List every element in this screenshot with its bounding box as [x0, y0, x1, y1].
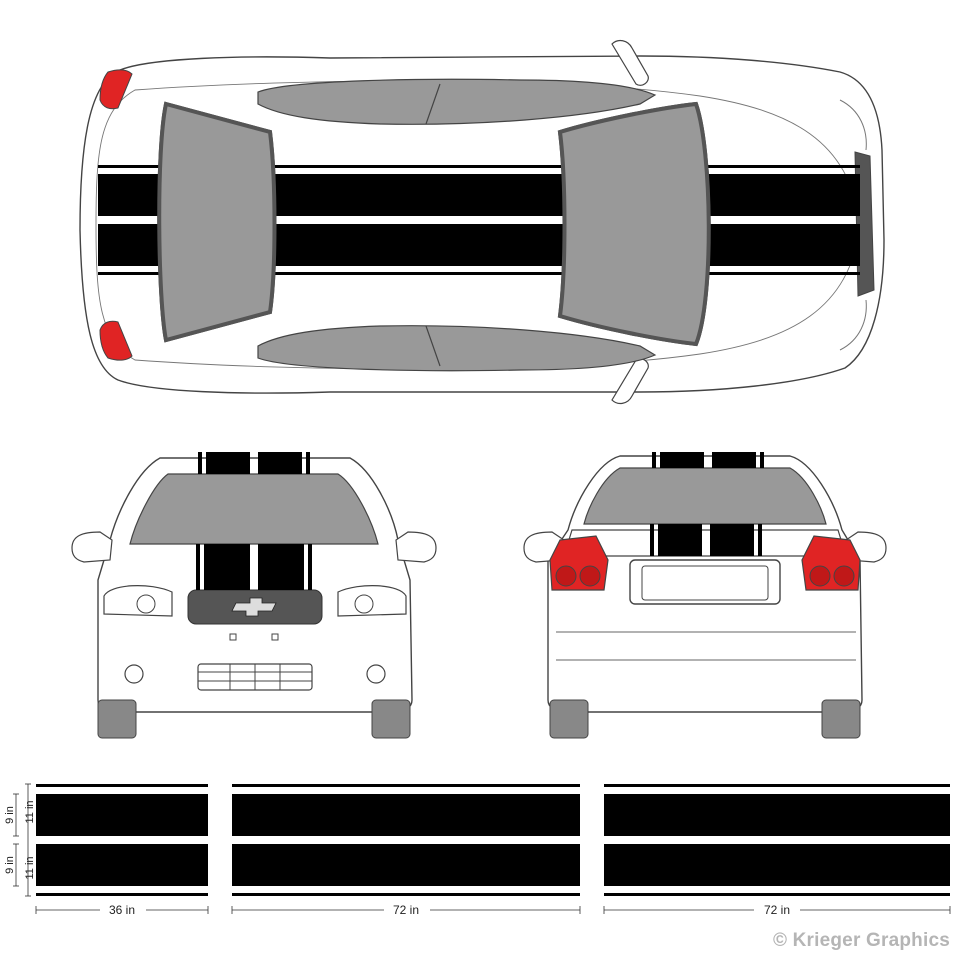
vertical-dimensions — [13, 783, 31, 897]
top-stripes — [98, 101, 860, 347]
dim-stripe-set-1: 11 in — [24, 800, 36, 823]
tire-front-left — [97, 699, 137, 739]
fog-light-right — [366, 664, 386, 684]
windshield-front — [129, 473, 379, 545]
rear-window-rear — [583, 467, 827, 525]
tire-rear-right — [821, 699, 861, 739]
dim-stripe-width-1: 9 in — [4, 806, 16, 824]
dim-stripe-width-2: 9 in — [4, 856, 16, 874]
stripe-segment-2 — [232, 784, 580, 896]
car-front-view — [71, 452, 437, 739]
tail-light-left-top — [99, 69, 133, 110]
dim-stripe-set-2: 11 in — [24, 856, 36, 879]
dim-segment-1-length: 36 in — [109, 903, 135, 917]
stripe-segments: 9 in 11 in 9 in 11 in 36 in 72 in 72 in — [4, 783, 951, 917]
dim-segment-3-length: 72 in — [764, 903, 790, 917]
rear-stripes — [650, 452, 764, 556]
chevy-logo-icon — [231, 597, 277, 617]
tail-light-right-top — [99, 320, 133, 361]
tire-rear-left — [549, 699, 589, 739]
front-stripes — [196, 452, 312, 590]
fog-light-left — [124, 664, 144, 684]
car-rear-view — [523, 452, 887, 739]
mirror-front-left — [71, 531, 113, 563]
mirror-top — [611, 39, 649, 86]
stripe-segment-1 — [36, 784, 208, 896]
car-top-view — [79, 39, 885, 405]
side-window-bottom — [257, 325, 657, 372]
horizontal-dimensions — [35, 906, 951, 914]
stripe-outline-top — [98, 165, 860, 168]
stripe-outline-bottom — [98, 272, 860, 275]
mirror-front-right — [395, 531, 437, 563]
copyright-notice: © Krieger Graphics — [772, 930, 950, 951]
stripe-segment-3 — [604, 784, 950, 896]
side-window-top — [257, 78, 657, 125]
tire-front-right — [371, 699, 411, 739]
dim-segment-2-length: 72 in — [393, 903, 419, 917]
